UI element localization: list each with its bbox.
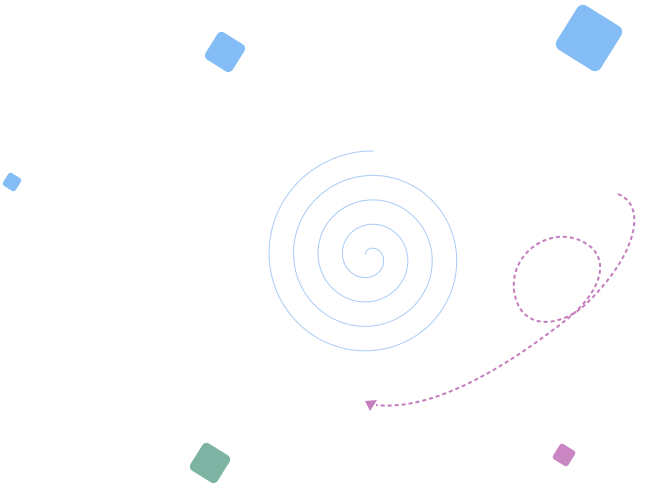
blue-square-top-right [555,4,623,72]
pink-square-bottom-right [552,443,576,467]
dashed-loop-arrow [375,193,636,407]
blue-square-top-left [204,31,246,73]
arrowhead-icon [365,400,377,411]
green-square-bottom [189,442,231,484]
spiral-line [268,150,458,352]
blue-square-small-left [2,172,22,192]
